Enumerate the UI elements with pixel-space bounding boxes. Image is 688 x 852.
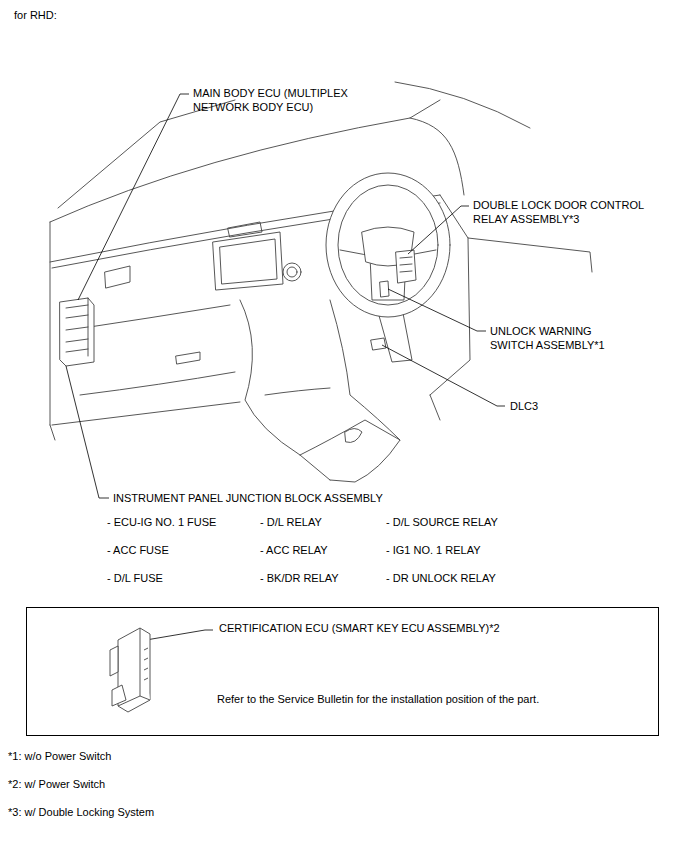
component-item: - IG1 NO. 1 RELAY [386, 543, 481, 557]
component-item: - D/L RELAY [260, 515, 322, 529]
page-heading: for RHD: [14, 8, 57, 22]
component-item: - ACC RELAY [260, 543, 328, 557]
component-item: - D/L FUSE [107, 571, 163, 585]
part-label: MAIN BODY ECU (MULTIPLEX NETWORK BODY EC… [193, 86, 363, 114]
component-item: - ECU-IG NO. 1 FUSE [107, 515, 216, 529]
callout-box: CERTIFICATION ECU (SMART KEY ECU ASSEMBL… [26, 607, 659, 736]
component-item: - D/L SOURCE RELAY [386, 515, 498, 529]
footnote: *2: w/ Power Switch [8, 777, 105, 791]
footnote: *1: w/o Power Switch [8, 749, 111, 763]
part-label: DOUBLE LOCK DOOR CONTROL RELAY ASSEMBLY*… [473, 198, 658, 226]
component-item: - ACC FUSE [107, 543, 169, 557]
part-label: INSTRUMENT PANEL JUNCTION BLOCK ASSEMBLY [113, 491, 383, 505]
note-text: Refer to the Service Bulletin for the in… [217, 692, 539, 706]
component-item: - BK/DR RELAY [260, 571, 339, 585]
part-label: DLC3 [510, 399, 538, 413]
part-label: UNLOCK WARNING SWITCH ASSEMBLY*1 [490, 324, 620, 352]
footnote: *3: w/ Double Locking System [8, 805, 154, 819]
part-label: CERTIFICATION ECU (SMART KEY ECU ASSEMBL… [219, 621, 500, 635]
component-item: - DR UNLOCK RELAY [386, 571, 496, 585]
